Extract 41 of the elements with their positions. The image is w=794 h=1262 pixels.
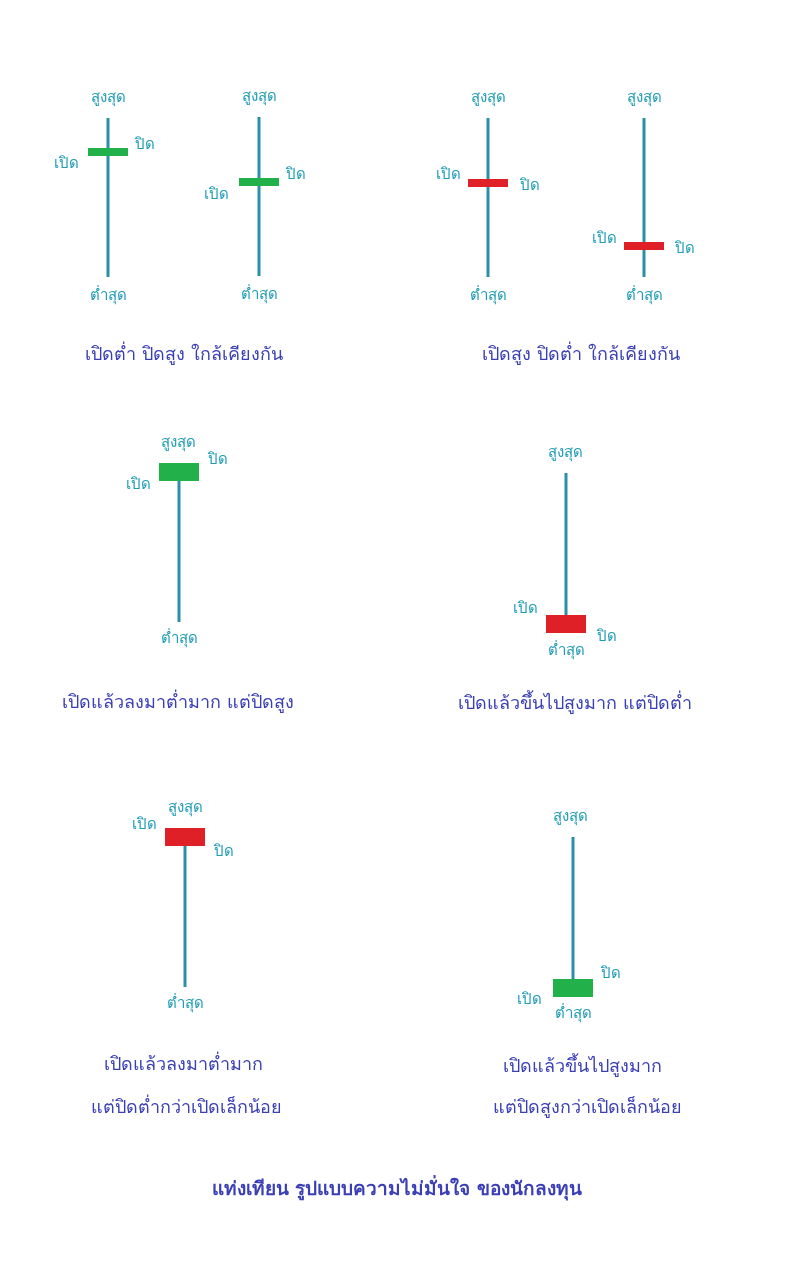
price-label: สูงสุด [626, 88, 662, 106]
price-label: ต่ำสุด [554, 1004, 592, 1022]
price-label: ปิด [601, 964, 621, 982]
price-label: เปิด [131, 815, 157, 833]
price-label: เปิด [53, 154, 79, 172]
price-label: ปิด [675, 239, 695, 257]
price-label: เปิด [125, 475, 151, 493]
price-label: เปิด [512, 599, 538, 617]
price-label: ปิด [214, 842, 234, 860]
price-label: ต่ำสุด [240, 285, 278, 303]
price-label: สูงสุด [470, 88, 506, 106]
price-label: ปิด [597, 627, 617, 645]
caption-text: เปิดแล้วลงมาต่ำมาก แต่ปิดสูง [62, 691, 294, 713]
price-label: ต่ำสุด [89, 286, 127, 304]
price-label: สูงสุด [90, 88, 126, 106]
price-label: ปิด [208, 450, 228, 468]
price-label: ปิด [286, 165, 306, 183]
caption-text: เปิดต่ำ ปิดสูง ใกล้เคียงกัน [85, 343, 283, 365]
caption-text: เปิดแล้วขึ้นไปสูงมาก [502, 1055, 662, 1077]
price-label: ต่ำสุด [469, 286, 507, 304]
price-label: สูงสุด [241, 87, 277, 105]
price-label: ปิด [520, 176, 540, 194]
price-label: ต่ำสุด [547, 641, 585, 659]
title: แท่งเทียน รูปแบบความไม่มั่นใจ ของนักลงทุน [211, 1176, 583, 1200]
caption-text: เปิดสูง ปิดต่ำ ใกล้เคียงกัน [482, 343, 680, 365]
price-label: สูงสุด [552, 807, 588, 825]
price-label: เปิด [591, 229, 617, 247]
caption-text: แต่ปิดต่ำกว่าเปิดเล็กน้อย [90, 1096, 282, 1118]
price-label: ปิด [135, 135, 155, 153]
price-label: ต่ำสุด [166, 994, 204, 1012]
price-label: เปิด [516, 990, 542, 1008]
caption-text: แต่ปิดสูงกว่าเปิดเล็กน้อย [492, 1096, 682, 1118]
price-label: สูงสุด [167, 798, 203, 816]
price-label: เปิด [203, 185, 229, 203]
price-label: เปิด [435, 165, 461, 183]
price-label: ต่ำสุด [625, 286, 663, 304]
price-label: สูงสุด [160, 433, 196, 451]
price-label: ต่ำสุด [160, 629, 198, 647]
caption-text: เปิดแล้วขึ้นไปสูงมาก แต่ปิดต่ำ [458, 692, 692, 714]
caption-text: เปิดแล้วลงมาต่ำมาก [103, 1053, 263, 1075]
price-label: สูงสุด [547, 443, 583, 461]
